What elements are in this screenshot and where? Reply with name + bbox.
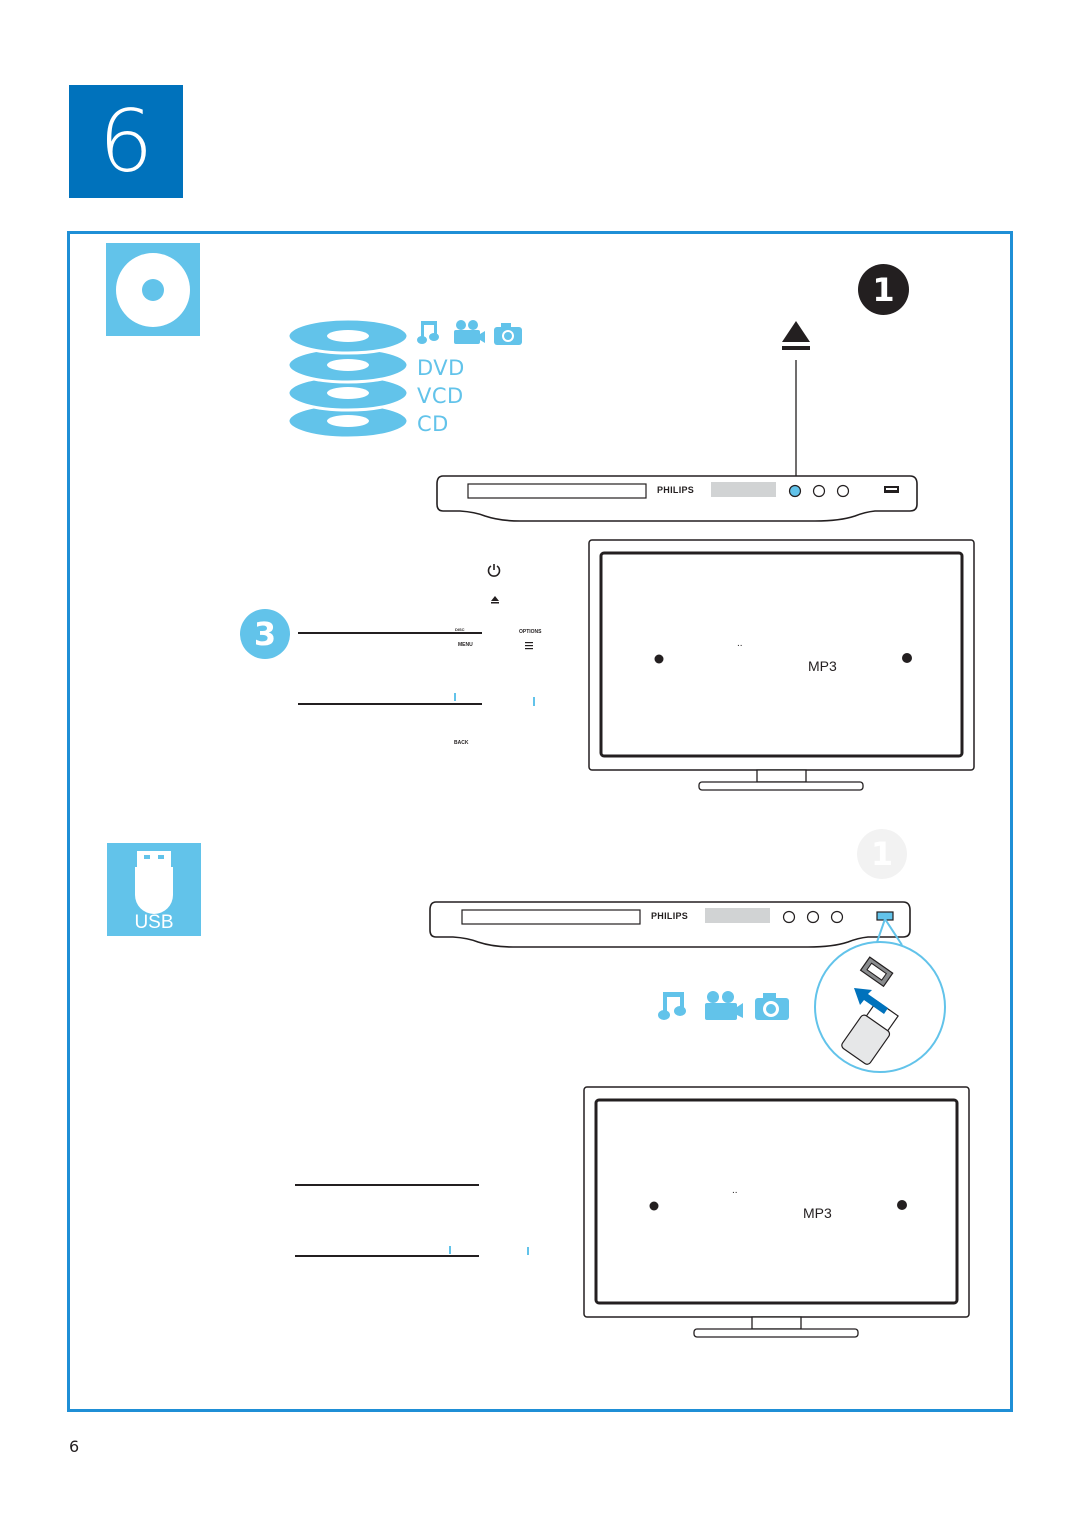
- tv-screen-usb: [583, 1086, 970, 1338]
- video-camera-icon: [705, 991, 743, 1020]
- tv-mp3-label: MP3: [803, 1205, 832, 1221]
- tv-mp3-label: MP3: [808, 658, 837, 674]
- callout-1-faded-number: 1: [870, 835, 894, 873]
- usb-tile: USB: [107, 843, 201, 936]
- leader-line: [295, 1184, 479, 1186]
- tv-dots: ..: [732, 1185, 738, 1196]
- remote-options-label: OPTIONS: [519, 629, 542, 635]
- eject-icon: [782, 321, 810, 486]
- remote-back-label: BACK: [454, 740, 469, 746]
- remote-eject-icon: [491, 596, 499, 604]
- display-panel: [705, 908, 770, 923]
- eject-button: [788, 484, 802, 498]
- step-number-badge: 6: [69, 85, 183, 198]
- nav-mark: [449, 1246, 451, 1254]
- video-camera-icon: [454, 320, 485, 344]
- format-cd: CD: [417, 412, 449, 436]
- nav-mark: [533, 697, 535, 706]
- callout-1: 1: [858, 264, 909, 315]
- instruction-frame: [67, 231, 1013, 1412]
- leader-line: [295, 1255, 479, 1257]
- disc-tray: [461, 909, 641, 925]
- camera-icon: [494, 323, 522, 345]
- callout-3: 3: [240, 609, 290, 659]
- media-icons: [417, 320, 522, 345]
- usb-stick-icon: [135, 851, 173, 914]
- dvd-player: [436, 475, 918, 522]
- leader-line: [298, 632, 482, 634]
- insert-arrow-icon: [854, 988, 888, 1014]
- callout-1-number: 1: [872, 270, 895, 309]
- options-icon: [525, 642, 533, 650]
- format-dvd: DVD: [417, 356, 465, 380]
- format-vcd: VCD: [417, 384, 464, 408]
- display-panel: [711, 482, 776, 497]
- disc-tray: [467, 483, 647, 499]
- page-number: 6: [69, 1437, 80, 1456]
- remote-disc-label: DISC: [455, 627, 465, 632]
- camera-icon: [755, 993, 789, 1020]
- usb-label: USB: [134, 912, 174, 933]
- music-icon: [417, 321, 439, 344]
- media-icons-usb: [658, 991, 789, 1020]
- callout-1-faded: 1: [857, 829, 907, 879]
- player-brand: PHILIPS: [657, 485, 695, 495]
- callout-3-number: 3: [253, 615, 277, 653]
- music-icon: [658, 992, 686, 1020]
- power-icon: [487, 564, 501, 577]
- tv-screen: [588, 539, 975, 791]
- step-number: 6: [98, 91, 154, 192]
- leader-line: [298, 703, 482, 705]
- remote-menu-label: MENU: [458, 642, 473, 648]
- usb-insert-zoom: [814, 918, 946, 1073]
- nav-mark: [454, 693, 456, 701]
- dvd-player-usb: [429, 901, 911, 948]
- disc-tile: [106, 243, 200, 336]
- nav-mark: [527, 1247, 529, 1255]
- disc-stack-icon: [286, 317, 410, 440]
- disc-icon: [116, 253, 190, 327]
- player-brand-usb: PHILIPS: [651, 911, 689, 921]
- tv-dots: ..: [737, 638, 743, 649]
